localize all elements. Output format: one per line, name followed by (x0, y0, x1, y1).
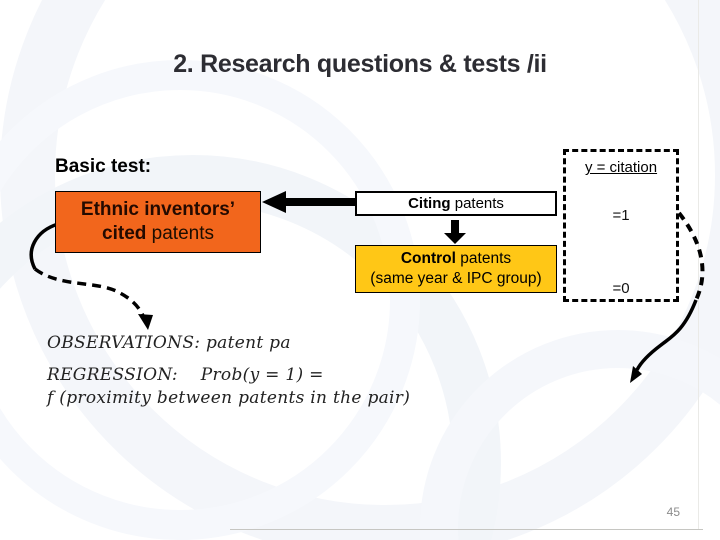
ethnic-box-line2-rest: patents (146, 223, 214, 244)
ethnic-box-line2-bold: cited (102, 223, 147, 244)
outcome-value-1: =1 (612, 207, 630, 224)
citing-box-label-bold: Citing (408, 195, 451, 212)
citing-box-label-rest: patents (450, 195, 504, 212)
ethnic-box-line2: cited patents (102, 222, 214, 246)
control-box-line1-rest: patents (455, 249, 512, 267)
outcome-header: y = citation (584, 159, 658, 176)
citing-box-label: Citing patents (408, 195, 504, 212)
outcome-dashed-box: y = citation =1 =0 (563, 149, 679, 302)
arrowhead-icon (262, 191, 286, 213)
control-box-line2: (same year & IPC group) (370, 270, 542, 287)
slide-title: 2. Research questions & tests /ii (173, 50, 547, 78)
basic-test-label: Basic test: (55, 156, 152, 177)
ethnic-box-line1: Ethnic inventors’ (80, 199, 236, 221)
equation-observations: OBSERVATIONS: patent pa (47, 333, 291, 353)
page-number: 45 (666, 505, 680, 519)
left-pointing-arrow-icon (262, 191, 357, 213)
slide-right-edge-line (698, 0, 699, 529)
control-box-line1-bold: Control (400, 249, 456, 267)
down-arrow-icon (444, 220, 466, 244)
control-box-line1: Control patents (401, 249, 511, 269)
equation-regression: REGRESSION: Prob(y = 1) = (47, 365, 324, 385)
equations-block: OBSERVATIONS: patent pa REGRESSION: Prob… (47, 333, 410, 408)
control-patents-box: Control patents (same year & IPC group) (355, 245, 557, 293)
outcome-value-0: =0 (612, 280, 630, 297)
equation-function: f (proximity between patents in the pair… (47, 388, 411, 408)
ethnic-inventors-box: Ethnic inventors’ cited patents (55, 191, 261, 253)
citing-patents-box: Citing patents (355, 191, 557, 216)
arrowhead-icon (444, 233, 466, 244)
slide-bottom-edge-line (230, 529, 703, 530)
arrow-shaft (451, 220, 459, 233)
arrow-shaft (284, 198, 357, 206)
